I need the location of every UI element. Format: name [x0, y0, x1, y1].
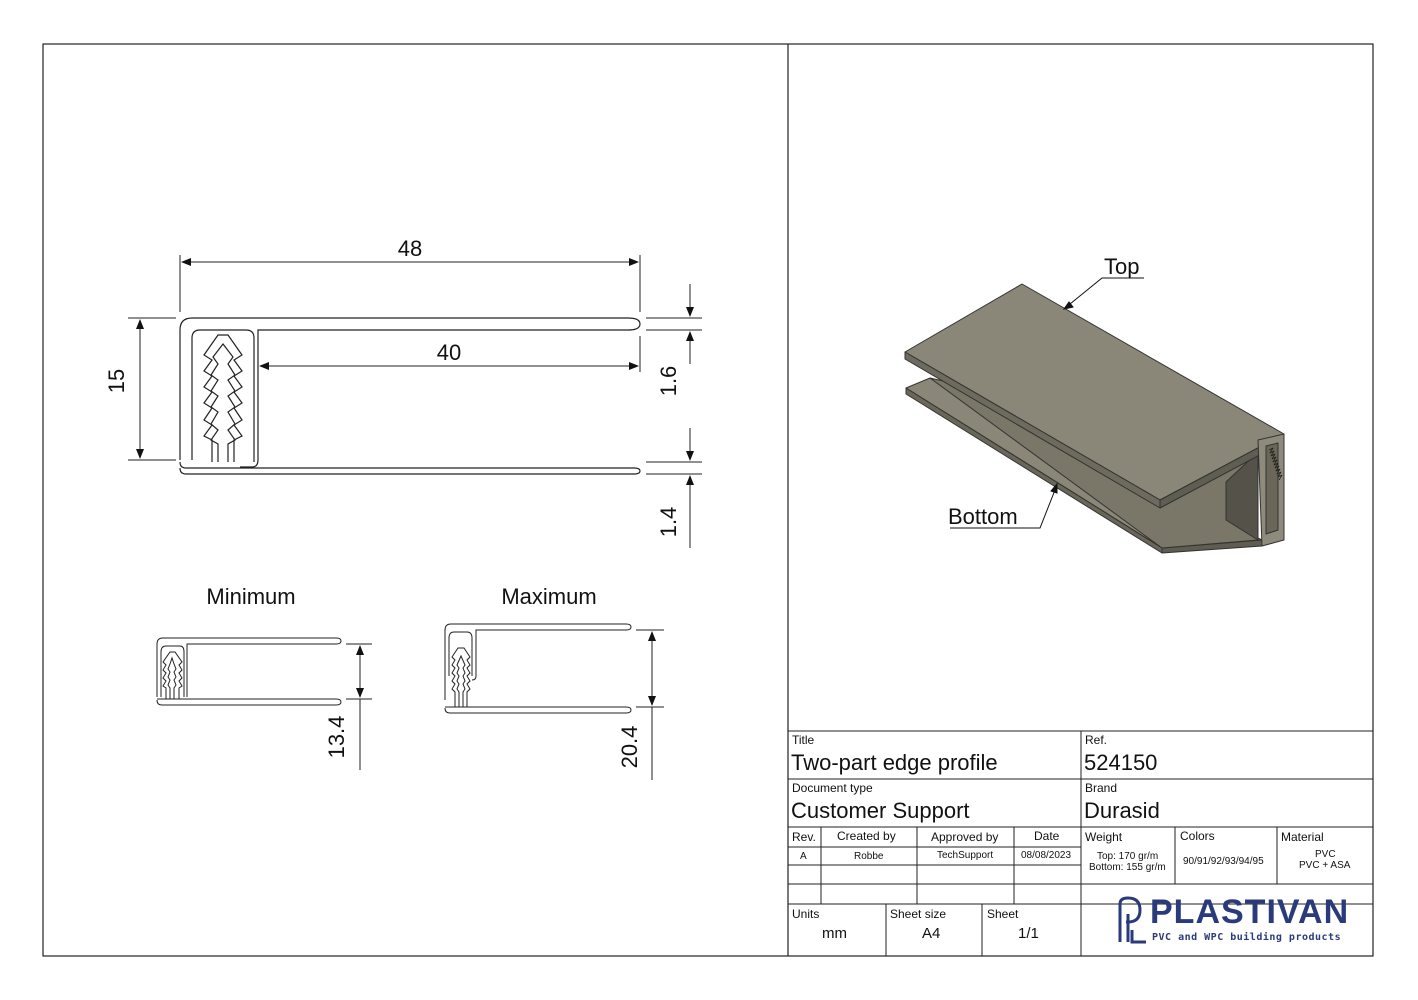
sheet-border [42, 43, 1374, 957]
dim-bottom-thickness: 1.4 [656, 507, 681, 538]
sheet-size-value: A4 [922, 925, 941, 942]
weight-line-1: Top: 170 gr/m [1097, 851, 1159, 862]
logo-name: PLASTIVAN [1150, 893, 1350, 931]
sheet-size-label: Sheet size [890, 907, 947, 921]
main-section-profile [179, 317, 641, 475]
isometric-profile-view [904, 283, 1285, 554]
title-label: Title [792, 733, 815, 747]
weight-line-2: Bottom: 155 gr/m [1089, 862, 1166, 873]
dim-min-height: 13.4 [324, 716, 349, 759]
minimum-dimension [346, 643, 372, 770]
doctype-label: Document type [792, 781, 873, 795]
minimum-label: Minimum [206, 584, 295, 609]
created-header: Created by [837, 829, 896, 843]
doctype-value: Customer Support [791, 798, 970, 823]
iso-callouts [950, 277, 1144, 529]
rev-header: Rev. [792, 830, 816, 844]
created-value: Robbe [854, 851, 884, 862]
sheet-value: 1/1 [1018, 925, 1039, 942]
main-dimensions [128, 255, 702, 548]
weight-label: Weight [1085, 830, 1123, 844]
bottom-callout: Bottom [948, 504, 1018, 529]
date-header: Date [1034, 829, 1060, 843]
date-value: 08/08/2023 [1021, 850, 1072, 861]
logo-tagline: PVC and WPC building products [1152, 932, 1342, 943]
dim-overall-width: 48 [398, 236, 422, 261]
colors-value: 90/91/92/93/94/95 [1183, 856, 1264, 867]
ref-value: 524150 [1084, 750, 1158, 775]
maximum-profile [444, 623, 632, 714]
minimum-profile [156, 637, 342, 706]
colors-label: Colors [1180, 829, 1215, 843]
sheet-label: Sheet [987, 907, 1019, 921]
dim-top-thickness: 1.6 [656, 366, 681, 397]
units-label: Units [792, 907, 820, 921]
material-line-2: PVC + ASA [1299, 860, 1351, 871]
units-value: mm [822, 925, 847, 942]
approved-value: TechSupport [937, 850, 994, 861]
rev-value: A [800, 851, 807, 862]
maximum-label: Maximum [501, 584, 596, 609]
dim-inner-width: 40 [437, 340, 461, 365]
material-label: Material [1281, 830, 1324, 844]
brand-label: Brand [1085, 781, 1118, 795]
dim-max-height: 20.4 [617, 726, 642, 769]
title-value: Two-part edge profile [791, 750, 998, 775]
brand-value: Durasid [1084, 798, 1160, 823]
maximum-dimension [636, 629, 664, 780]
dim-height: 15 [104, 369, 129, 393]
plastivan-logo-mark [1118, 896, 1146, 944]
material-line-1: PVC [1315, 849, 1336, 860]
ref-label: Ref. [1085, 733, 1108, 747]
approved-header: Approved by [931, 830, 999, 844]
top-callout: Top [1104, 254, 1139, 279]
title-block-grid [788, 730, 1373, 956]
